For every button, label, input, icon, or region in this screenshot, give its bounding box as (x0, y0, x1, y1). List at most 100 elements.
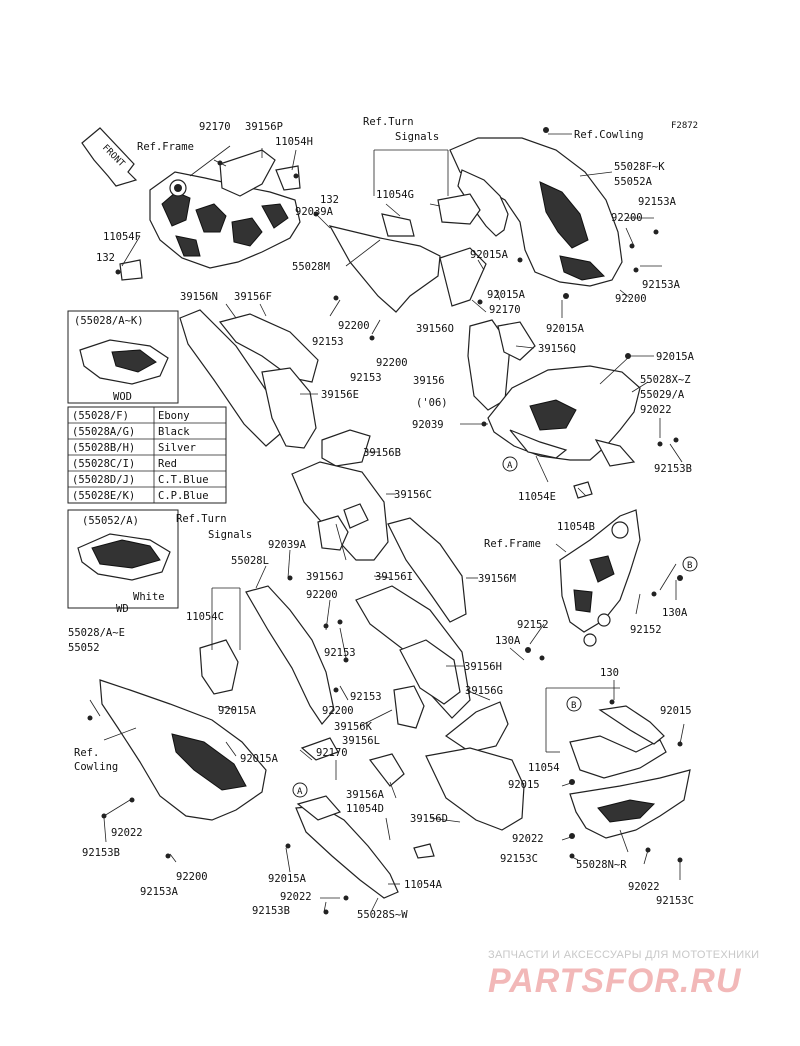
label-11054G: 11054G (376, 189, 414, 201)
middle-cowling-part (487, 365, 641, 467)
label-92015-a: 92015 (660, 705, 692, 717)
bracket-11054B (573, 481, 593, 499)
seal-39156E (261, 367, 317, 449)
label-ref-frame-mid: Ref.Frame (484, 538, 541, 550)
label-11054A: 11054A (404, 879, 443, 891)
label-92200-c: 92200 (338, 320, 370, 332)
label-11054H: 11054H (275, 136, 313, 148)
color-code-6: (55028E/K) (72, 490, 135, 502)
label-92015A-f: 92015A (240, 753, 279, 765)
label-55052: 55052 (68, 642, 100, 654)
label-39156G: 39156G (465, 685, 503, 697)
label-132-b: 132 (96, 252, 115, 264)
label-55028AE: 55028/A~E (68, 627, 125, 639)
label-92153A-b: 92153A (642, 279, 681, 291)
color-name-4: Red (158, 458, 177, 470)
label-39156Q: 39156Q (538, 343, 576, 355)
label-55052A: 55052A (614, 176, 653, 188)
inset-bottom-header: (55052/A) (82, 515, 139, 527)
marker-b-top-label: B (687, 561, 692, 571)
panel-39156H (399, 639, 461, 705)
label-39156I: 39156I (375, 571, 413, 583)
label-39156M: 39156M (478, 573, 516, 585)
label-ref-cowling-left-1: Ref. (74, 747, 99, 759)
bracket-11054G (381, 193, 481, 237)
label-55028SW: 55028S~W (357, 909, 408, 921)
panel-39156L (300, 737, 339, 761)
label-39156H: 39156H (464, 661, 502, 673)
label-39156A: 39156A (346, 789, 385, 801)
label-92153-a: 92153 (312, 336, 344, 348)
right-frame-part (559, 509, 641, 647)
label-39156K: 39156K (334, 721, 373, 733)
panel-39156K (393, 685, 425, 729)
side-panel-55028M (328, 225, 487, 313)
label-ref-cowling-top: Ref.Cowling (574, 129, 644, 141)
label-92022-c: 92022 (280, 891, 312, 903)
label-92015A-g: 92015A (268, 873, 307, 885)
marker-b-bottom-label: B (571, 701, 576, 711)
label-55028L: 55028L (231, 555, 269, 567)
label-92015A-e: 92015A (218, 705, 257, 717)
label-92022-a: 92022 (640, 404, 672, 416)
watermark-tagline: ЗАПЧАСТИ И АКСЕССУАРЫ ДЛЯ МОТОТЕХНИКИ (488, 949, 760, 961)
seal-39156F (218, 313, 319, 383)
label-55028M: 55028M (292, 261, 330, 273)
label-11054E: 11054E (518, 491, 556, 503)
label-92153A-c: 92153A (140, 886, 179, 898)
label-39156O: 39156O (416, 323, 454, 335)
marker-b-top: B (682, 556, 698, 572)
label-11054F: 11054F (103, 231, 141, 243)
label-92153C-b: 92153C (656, 895, 694, 907)
color-code-2: (55028A/G) (72, 426, 135, 438)
label-92153B-a: 92153B (654, 463, 692, 475)
label-ref-turn-mid-2: Signals (208, 529, 252, 541)
label-ref-turn-top-2: Signals (395, 131, 439, 143)
marker-a-bottom: A (292, 782, 308, 798)
color-code-3: (55028B/H) (72, 442, 135, 454)
label-132-a: 132 (320, 194, 339, 206)
upper-fairing-part (449, 137, 623, 287)
label-55028FK: 55028F~K (614, 161, 665, 173)
marker-b-bottom: B (566, 696, 582, 712)
panel-39156C (291, 461, 389, 561)
color-table: (55028/F) Ebony (55028A/G) Black (55028B… (67, 406, 227, 504)
inset-top: (55028/A~K) WOD (67, 310, 179, 404)
marker-a-bottom-label: A (297, 787, 303, 797)
label-130: 130 (600, 667, 619, 679)
stay-11054 (569, 705, 667, 779)
marker-a-top-label: A (507, 461, 513, 471)
label-39156L: 39156L (342, 735, 380, 747)
label-92200-f: 92200 (322, 705, 354, 717)
inset-bottom: (55052/A) White WD (67, 509, 179, 615)
label-92015A-a: 92015A (470, 249, 509, 261)
label-11054: 11054 (528, 762, 560, 774)
label-92039A-a: 92039A (295, 206, 334, 218)
panel-39156D (425, 747, 525, 831)
leader-lines (89, 133, 685, 913)
color-name-1: Ebony (158, 410, 190, 422)
color-name-2: Black (158, 426, 190, 438)
label-92022-e: 92022 (628, 881, 660, 893)
color-name-5: C.T.Blue (158, 474, 209, 486)
label-92015A-c: 92015A (546, 323, 585, 335)
label-130A-a: 130A (495, 635, 521, 647)
label-92039: 92039 (412, 419, 444, 431)
label-92200-e: 92200 (306, 589, 338, 601)
color-code-5: (55028D/J) (72, 474, 135, 486)
label-39156-06: 39156 (413, 375, 445, 387)
inset-top-variant: WOD (113, 391, 132, 403)
label-92022-d: 92022 (512, 833, 544, 845)
inset-bottom-variant: WD (116, 603, 129, 615)
label-92200-b: 92200 (615, 293, 647, 305)
seal-39156N (179, 309, 281, 447)
label-55029A: 55029/A (640, 389, 685, 401)
color-name-6: C.P.Blue (158, 490, 209, 502)
label-ref-frame-top: Ref.Frame (137, 141, 194, 153)
label-39156B: 39156B (363, 447, 401, 459)
label-92152-b: 92152 (630, 624, 662, 636)
label-55028XZ: 55028X~Z (640, 374, 691, 386)
label-92200-d: 92200 (376, 357, 408, 369)
side-panel-55028L (245, 585, 335, 725)
label-92153B-c: 92153B (252, 905, 290, 917)
